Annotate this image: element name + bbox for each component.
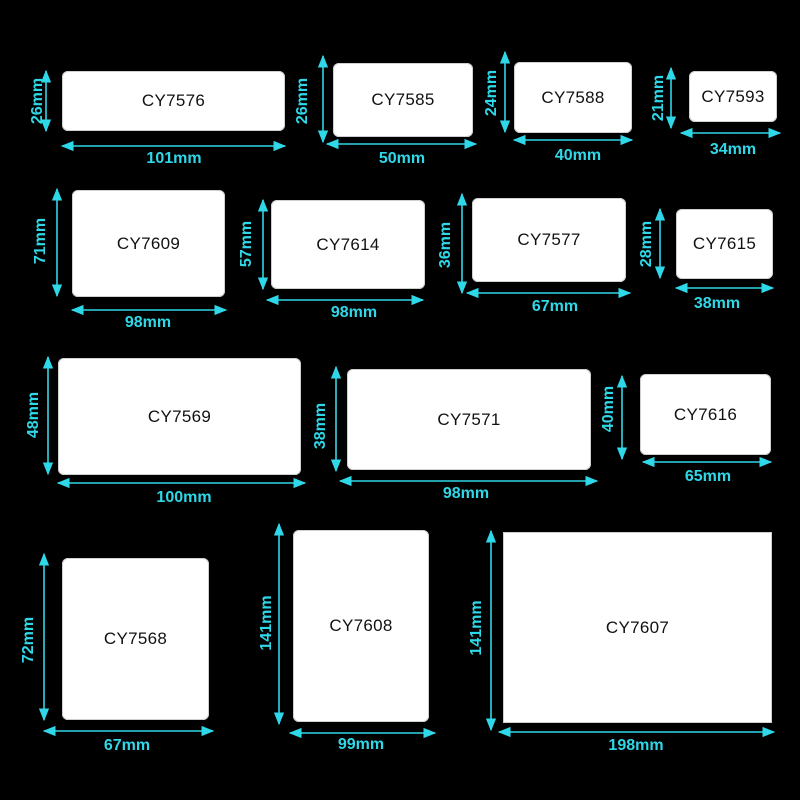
label-cy7607: CY7607 — [503, 532, 772, 723]
label-cy7569: CY7569 — [58, 358, 301, 475]
label-code: CY7614 — [316, 234, 380, 254]
label-code: CY7577 — [517, 230, 581, 249]
height-dimension: 141mm — [258, 595, 275, 651]
height-dimension: 36mm — [437, 221, 454, 269]
height-dimension: 24mm — [483, 69, 500, 117]
width-dimension: 100mm — [156, 489, 212, 506]
height-dimension: 141mm — [468, 600, 485, 656]
height-dimension: 38mm — [312, 402, 329, 450]
width-dimension: 98mm — [124, 314, 172, 331]
label-code: CY7569 — [147, 406, 212, 426]
label-code: CY7585 — [371, 90, 435, 109]
label-code: CY7607 — [605, 617, 670, 637]
label-cy7615: CY7615 — [676, 209, 773, 279]
height-dimension: 21mm — [650, 74, 667, 122]
height-dimension: 57mm — [238, 220, 255, 268]
height-dimension: 26mm — [29, 77, 46, 125]
width-dimension: 198mm — [608, 737, 664, 754]
width-dimension: 50mm — [378, 150, 426, 167]
width-dimension: 34mm — [709, 141, 757, 158]
height-dimension: 28mm — [638, 220, 655, 268]
width-dimension: 67mm — [531, 298, 579, 315]
height-dimension: 48mm — [25, 391, 42, 439]
height-dimension: 26mm — [294, 77, 311, 125]
label-code: CY7576 — [141, 91, 206, 110]
label-cy7588: CY7588 — [514, 62, 632, 133]
label-code: CY7568 — [103, 629, 168, 648]
height-dimension: 72mm — [20, 616, 37, 664]
label-code: CY7588 — [541, 87, 605, 107]
width-dimension: 40mm — [554, 147, 602, 164]
label-code: CY7608 — [329, 616, 393, 635]
label-code: CY7615 — [692, 234, 757, 253]
width-dimension: 98mm — [442, 485, 490, 502]
label-cy7571: CY7571 — [347, 369, 591, 470]
width-dimension: 101mm — [146, 150, 202, 167]
label-code: CY7609 — [116, 233, 181, 253]
label-cy7577: CY7577 — [472, 198, 626, 282]
label-cy7576: CY7576 — [62, 71, 285, 131]
label-cy7608: CY7608 — [293, 530, 429, 722]
height-dimension: 40mm — [600, 385, 617, 433]
label-cy7585: CY7585 — [333, 63, 473, 137]
width-dimension: 98mm — [330, 304, 378, 321]
label-code: CY7593 — [701, 86, 765, 106]
width-dimension: 65mm — [684, 468, 732, 485]
width-dimension: 99mm — [337, 736, 385, 753]
label-cy7614: CY7614 — [271, 200, 425, 289]
width-dimension: 67mm — [103, 737, 151, 754]
label-cy7568: CY7568 — [62, 558, 209, 720]
label-code: CY7571 — [437, 409, 501, 429]
label-code: CY7616 — [673, 404, 738, 424]
label-cy7593: CY7593 — [689, 71, 777, 122]
label-cy7616: CY7616 — [640, 374, 771, 455]
height-dimension: 71mm — [32, 217, 49, 265]
label-cy7609: CY7609 — [72, 190, 225, 297]
width-dimension: 38mm — [693, 295, 741, 312]
